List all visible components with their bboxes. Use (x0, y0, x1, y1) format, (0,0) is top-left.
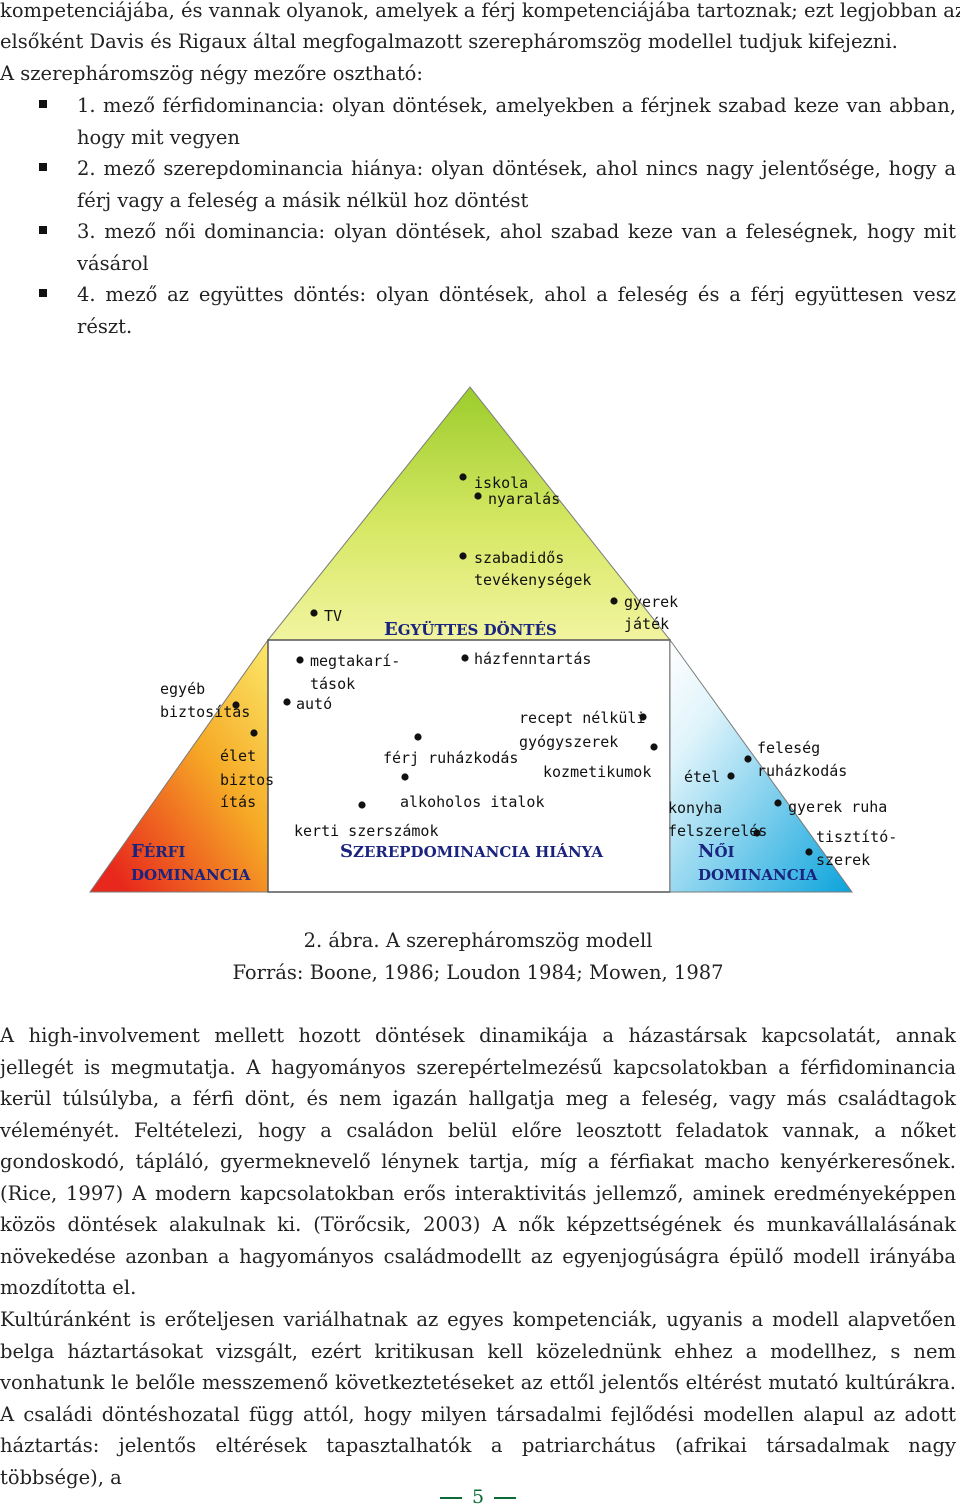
square-bullet-icon (39, 226, 47, 234)
figure-caption: 2. ábra. A szerepháromszög modell (303, 929, 653, 952)
label-nyaralas: nyaralás (488, 490, 560, 508)
list-item: 1. mező férfidominancia: olyan döntések,… (0, 90, 956, 153)
label-tisztito: tisztító- (816, 828, 897, 846)
intro-line-2: elsőként Davis és Rigaux által megfogalm… (0, 30, 898, 53)
paragraph-2: Kultúránként is erőteljesen variálhatnak… (0, 1308, 956, 1489)
list-item: 4. mező az együttes döntés: olyan döntés… (0, 279, 956, 342)
dot (358, 801, 366, 809)
square-bullet-icon (39, 100, 47, 108)
page-footer: 5 (0, 1486, 956, 1508)
dot (727, 772, 735, 780)
dot (414, 733, 422, 741)
label-biztositas: biztosítás (160, 703, 250, 721)
dot (639, 713, 647, 721)
label-gyerek-ruha: gyerek ruha (788, 798, 887, 816)
label-etel: étel (684, 768, 720, 786)
label-elet-3: ítás (220, 793, 256, 811)
label-recept-2: gyógyszerek (519, 733, 618, 751)
label-alkoholos-italok: alkoholos italok (400, 793, 545, 811)
label-gyerek: gyerek (624, 593, 678, 611)
heading-female-dominance: DOMINANCIA (698, 866, 818, 884)
footer-dash-left (439, 1497, 462, 1499)
dot (250, 729, 258, 737)
joint-decision-zone (266, 386, 672, 641)
label-megtakaritasok-1: megtakarí- (310, 652, 400, 670)
dot (610, 597, 618, 605)
role-triangle-diagram: iskola nyaralás szabadidős tevékenységek… (89, 386, 897, 893)
heading-male: FÉRFI (131, 841, 185, 862)
label-szabadidos: szabadidős (474, 549, 564, 567)
paragraph-1: A high-involvement mellett hozott döntés… (0, 1024, 956, 1299)
square-bullet-icon (39, 289, 47, 297)
dot (744, 755, 752, 763)
label-iskola: iskola (474, 474, 528, 492)
intro-line-3: A szerepháromszög négy mezőre osztható: (0, 62, 423, 85)
dot (805, 848, 813, 856)
dot (459, 552, 467, 560)
no-role-dominance-zone (267, 639, 671, 893)
figure-source: Forrás: Boone, 1986; Loudon 1984; Mowen,… (232, 961, 724, 984)
dot (774, 799, 782, 807)
square-bullet-icon (39, 163, 47, 171)
female-dominance-zone (669, 638, 853, 893)
heading-female: NŐI (698, 841, 735, 862)
dot (310, 609, 318, 617)
label-elet-2: biztos (220, 771, 274, 789)
label-hazfenntartas: házfenntartás (474, 650, 591, 668)
field-list: 1. mező férfidominancia: olyan döntések,… (0, 90, 956, 342)
heading-male-dominance: DOMINANCIA (131, 866, 251, 884)
label-ruhazkodas: ruházkodás (757, 762, 847, 780)
dot (753, 829, 761, 837)
footer-dash-right (494, 1497, 517, 1499)
label-konyha: konyha (668, 799, 722, 817)
label-kozmetikumok: kozmetikumok (543, 763, 651, 781)
heading-joint-decision: EGYÜTTES DÖNTÉS (384, 619, 557, 640)
dot (650, 743, 658, 751)
label-kerti-szerszamok: kerti szerszámok (294, 822, 439, 840)
label-tevekenysegek: tevékenységek (474, 571, 591, 589)
item-dots (232, 473, 813, 856)
label-ferj-ruhazkodas: férj ruházkodás (383, 749, 518, 767)
label-elet-1: élet (220, 747, 256, 765)
dot (461, 654, 469, 662)
dot (283, 698, 291, 706)
list-item: 3. mező női dominancia: olyan döntések, … (0, 216, 956, 279)
dot (232, 701, 240, 709)
label-felszereles: felszerelés (668, 822, 767, 840)
label-jatek: játék (624, 615, 669, 633)
label-auto: autó (296, 695, 332, 713)
intro-line-1: kompetenciájába, és vannak olyanok, amel… (0, 0, 960, 22)
heading-no-role-dominance: SZEREPDOMINANCIA HIÁNYA (340, 841, 603, 862)
label-feleseg: feleség (757, 739, 820, 757)
label-tv: TV (324, 607, 342, 625)
label-egyeb: egyéb (160, 680, 205, 698)
label-szerek: szerek (816, 851, 870, 869)
dot (401, 773, 409, 781)
dot (459, 473, 467, 481)
list-item: 2. mező szerepdominancia hiánya: olyan d… (0, 153, 956, 216)
label-megtakaritasok-2: tások (310, 675, 355, 693)
dot (296, 656, 304, 664)
dot (474, 492, 482, 500)
label-recept-1: recept nélküli (519, 709, 645, 727)
page-number: 5 (471, 1486, 485, 1508)
